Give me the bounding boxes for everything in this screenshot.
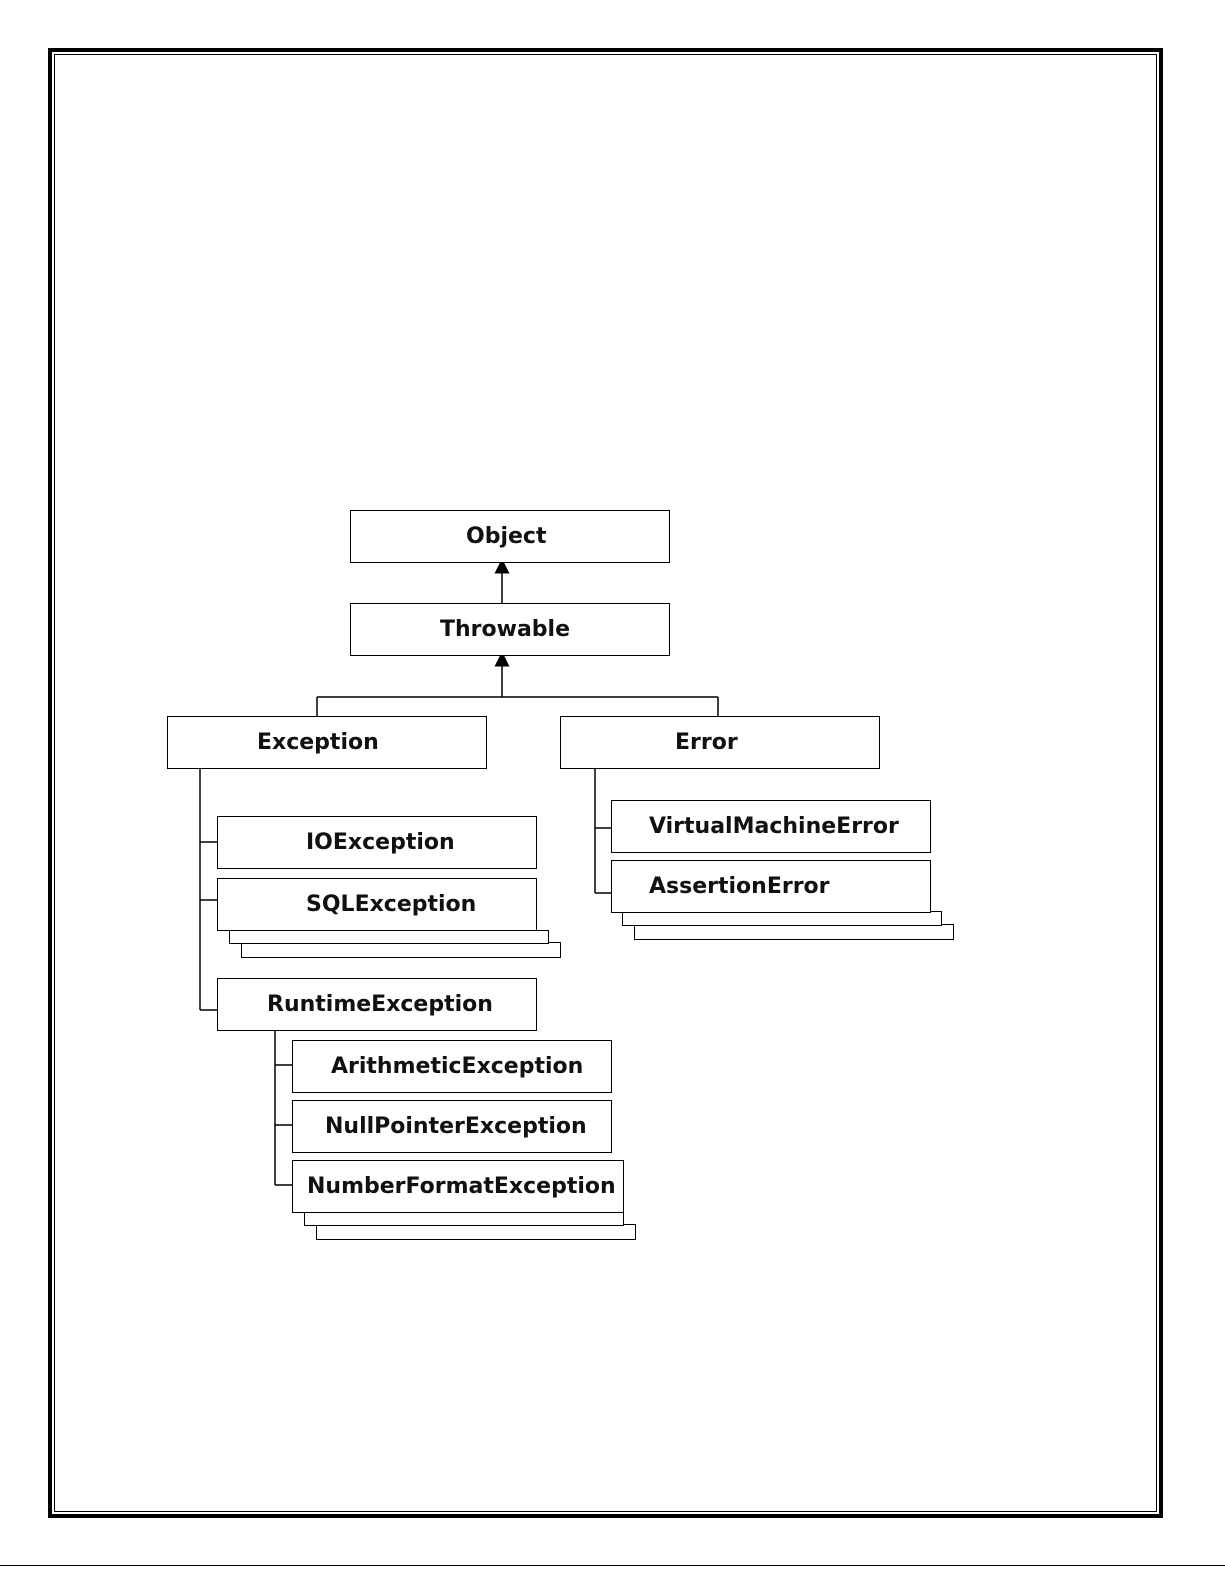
node-sqlexception: SQLException — [217, 878, 537, 931]
sqlexception-stack-1 — [229, 930, 549, 944]
node-numberformatexception: NumberFormatException — [292, 1160, 624, 1213]
node-throwable: Throwable — [350, 603, 670, 656]
node-throwable-label: Throwable — [440, 617, 570, 642]
node-exception-label: Exception — [257, 730, 379, 755]
node-ioexception-label: IOException — [306, 830, 455, 855]
numberformat-stack-2 — [316, 1224, 636, 1240]
node-runtimeexception: RuntimeException — [217, 978, 537, 1031]
node-object-label: Object — [466, 524, 546, 549]
assertionerror-stack-2 — [634, 924, 954, 940]
sqlexception-stack-2 — [241, 942, 561, 958]
node-virtualmachineerror-label: VirtualMachineError — [649, 814, 899, 839]
node-nullpointerexception: NullPointerException — [292, 1100, 612, 1153]
node-assertionerror-label: AssertionError — [649, 874, 830, 899]
node-exception: Exception — [167, 716, 487, 769]
node-arithmeticexception-label: ArithmeticException — [331, 1054, 583, 1079]
node-assertionerror: AssertionError — [611, 860, 931, 913]
node-virtualmachineerror: VirtualMachineError — [611, 800, 931, 853]
node-runtimeexception-label: RuntimeException — [267, 992, 493, 1017]
node-error-label: Error — [675, 730, 738, 755]
node-sqlexception-label: SQLException — [306, 892, 476, 917]
node-error: Error — [560, 716, 880, 769]
node-numberformatexception-label: NumberFormatException — [307, 1174, 616, 1199]
node-nullpointerexception-label: NullPointerException — [325, 1114, 587, 1139]
node-object: Object — [350, 510, 670, 563]
assertionerror-stack-1 — [622, 911, 942, 926]
node-arithmeticexception: ArithmeticException — [292, 1040, 612, 1093]
numberformat-stack-1 — [304, 1212, 624, 1226]
node-ioexception: IOException — [217, 816, 537, 869]
